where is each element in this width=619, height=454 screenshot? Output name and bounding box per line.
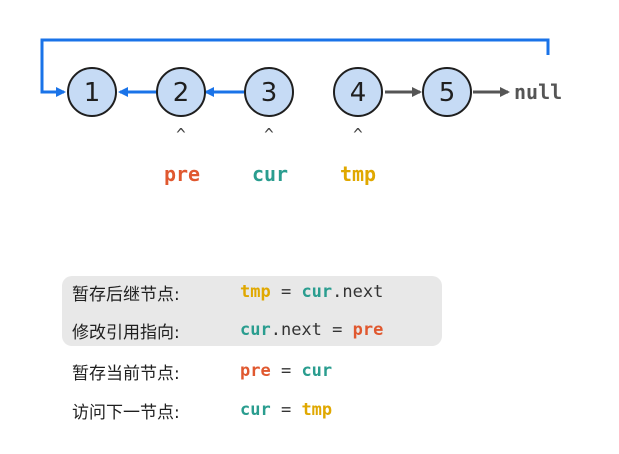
null-label: null — [514, 80, 562, 104]
caret-cur: ^ — [264, 125, 274, 144]
step-row-3: 暂存当前节点: pre = cur — [62, 352, 442, 390]
step-2-code: cur.next = pre — [240, 320, 383, 340]
code-token-cur: cur — [240, 320, 271, 340]
code-token-op: .next — [332, 282, 384, 302]
step-4-label: 访问下一节点: — [72, 402, 180, 423]
node-2: 2 — [156, 67, 206, 117]
code-token-tmp: tmp — [301, 400, 333, 420]
node-1: 1 — [67, 67, 117, 117]
node-5-value: 5 — [439, 78, 456, 108]
code-token-cur: cur — [301, 282, 333, 302]
pointer-tmp-label: tmp — [340, 162, 376, 186]
code-token-op: = — [270, 361, 302, 381]
node-4: 4 — [333, 67, 383, 117]
step-1-code: tmp = cur.next — [240, 282, 383, 302]
node-2-value: 2 — [173, 78, 190, 108]
step-row-4: 访问下一节点: cur = tmp — [62, 391, 442, 429]
highlight-box — [62, 276, 442, 346]
caret-tmp: ^ — [353, 125, 363, 144]
step-4-code: cur = tmp — [240, 400, 332, 420]
pointer-cur-label: cur — [252, 162, 288, 186]
node-1-value: 1 — [84, 78, 101, 108]
node-3: 3 — [244, 67, 294, 117]
step-1-label: 暂存后继节点: — [72, 284, 180, 305]
step-3-label: 暂存当前节点: — [72, 363, 180, 384]
code-token-cur: cur — [301, 361, 333, 381]
code-token-pre: pre — [240, 361, 271, 381]
loop-arrow — [40, 38, 550, 97]
caret-pre: ^ — [176, 125, 186, 144]
code-token-pre: pre — [352, 320, 384, 340]
node-3-value: 3 — [261, 78, 278, 108]
step-2-label: 修改引用指向: — [72, 322, 180, 343]
code-token-op: .next = — [270, 320, 353, 340]
code-token-tmp: tmp — [240, 282, 271, 302]
node-5: 5 — [422, 67, 472, 117]
code-token-cur: cur — [240, 400, 271, 420]
pointer-pre-label: pre — [164, 162, 200, 186]
code-token-op: = — [270, 282, 302, 302]
step-3-code: pre = cur — [240, 361, 332, 381]
node-4-value: 4 — [350, 78, 367, 108]
code-token-op: = — [270, 400, 302, 420]
step-row-2: 修改引用指向: cur.next = pre — [62, 311, 442, 349]
step-row-1: 暂存后继节点: tmp = cur.next — [62, 273, 442, 311]
